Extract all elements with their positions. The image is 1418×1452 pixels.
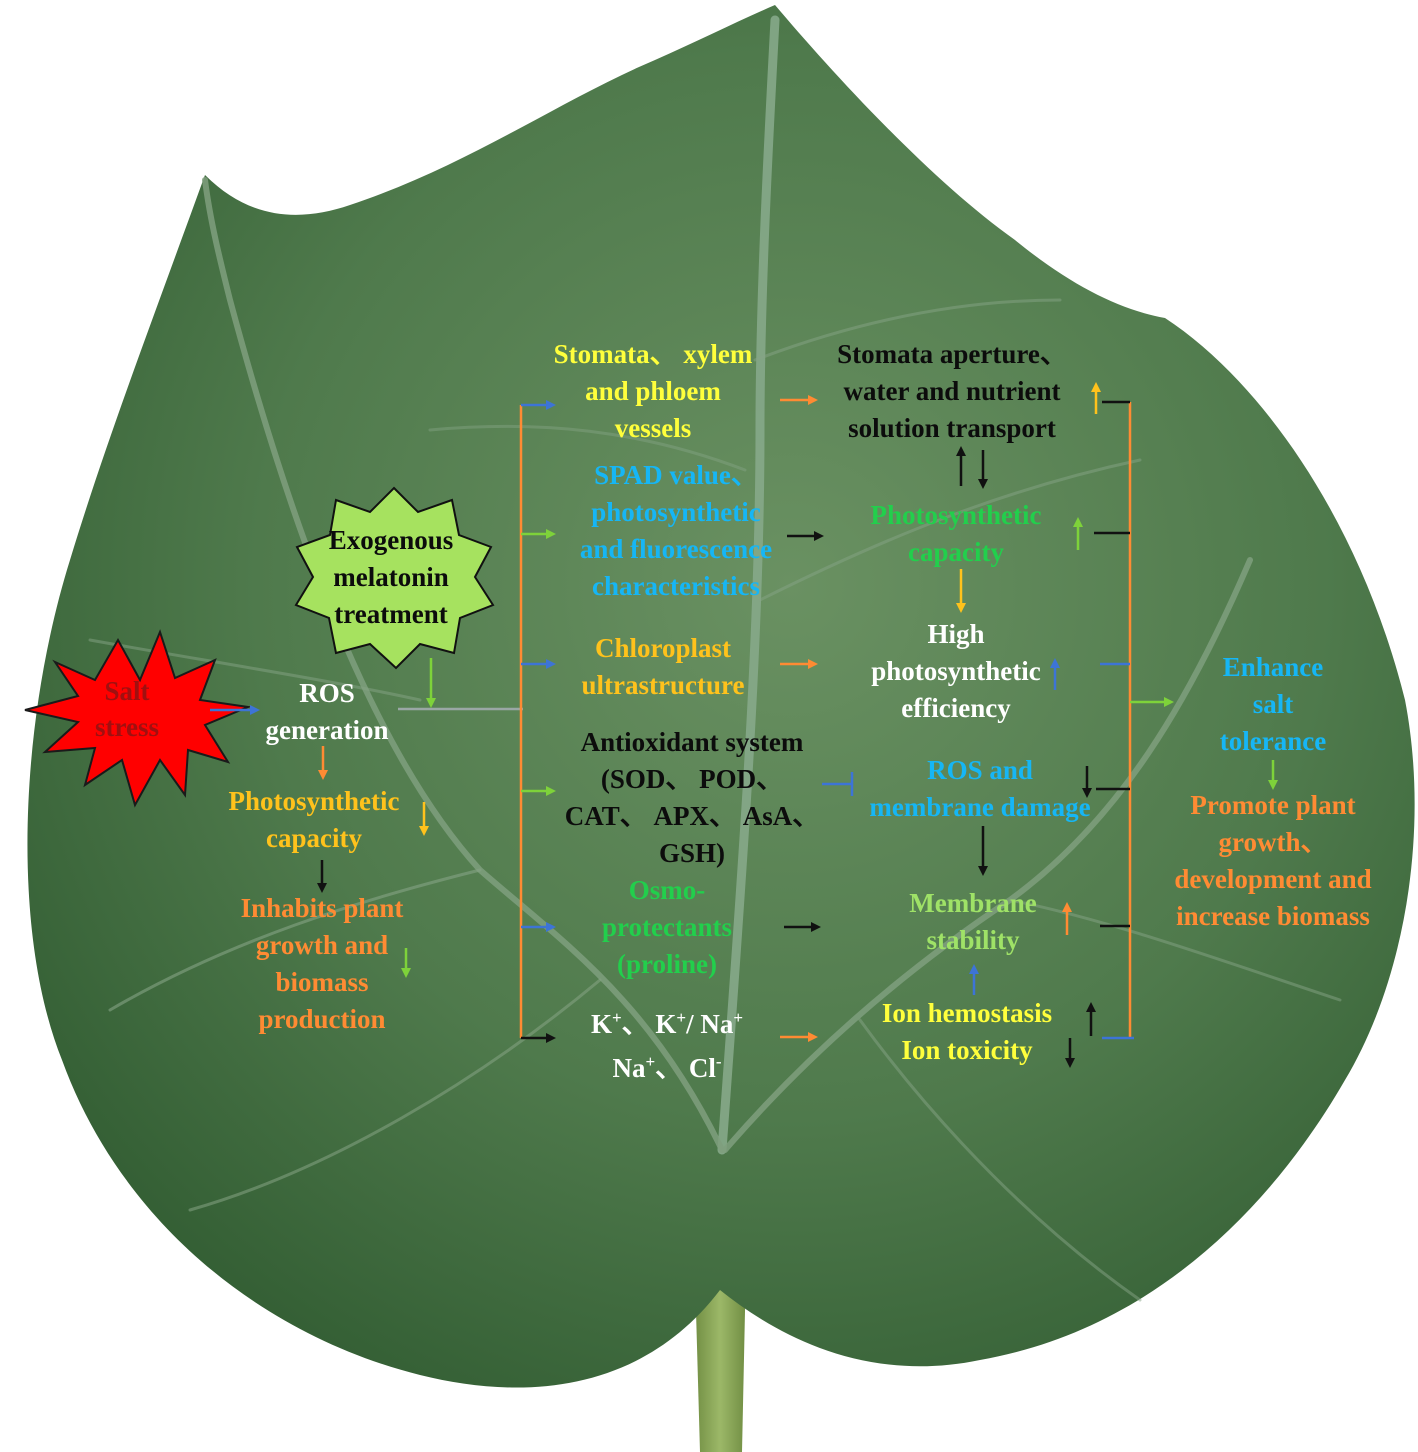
inhibits-line2: growth and xyxy=(241,927,404,964)
melatonin-line1: Exogenous xyxy=(329,522,454,559)
enhance-line2: salt xyxy=(1220,686,1326,723)
salt-stress-line1: Salt xyxy=(95,673,159,709)
ion-status-label: Ion hemostasis Ion toxicity xyxy=(882,995,1052,1069)
left-photosynthetic-line1: Photosynthetic xyxy=(229,783,400,820)
spad-line2: photosynthetic xyxy=(580,494,772,531)
ros-generation-line1: ROS xyxy=(266,675,389,712)
high-efficiency-label: High photosynthetic efficiency xyxy=(871,616,1041,727)
promote-line3: development and xyxy=(1174,861,1371,898)
antioxidant-line3: CAT、 APX、 AsA、 xyxy=(565,798,820,835)
chloroplast-line2: ultrastructure xyxy=(582,667,745,704)
ros-membrane-line1: ROS and xyxy=(869,752,1090,789)
antioxidant-line1: Antioxidant system xyxy=(565,724,820,761)
membrane-stability-line2: stability xyxy=(909,922,1036,959)
antioxidant-line4: GSH) xyxy=(565,835,820,872)
ions-label: K+、 K+/ Na+ Na+、 Cl- xyxy=(591,999,743,1087)
ros-membrane-line2: membrane damage xyxy=(869,789,1090,826)
stomata-aperture-label: Stomata aperture、 water and nutrient sol… xyxy=(837,336,1067,447)
ion-status-line2: Ion toxicity xyxy=(882,1032,1052,1069)
spad-line4: characteristics xyxy=(580,568,772,605)
enhance-tolerance-label: Enhance salt tolerance xyxy=(1220,649,1326,760)
stomata-aperture-line2: water and nutrient xyxy=(837,373,1067,410)
salt-stress-line2: stress xyxy=(95,709,159,745)
salt-stress-label: Salt stress xyxy=(95,673,159,745)
left-photosynthetic-label: Photosynthetic capacity xyxy=(229,783,400,857)
spad-label: SPAD value、 photosynthetic and fluoresce… xyxy=(580,457,772,605)
osmo-line3: (proline) xyxy=(602,946,732,983)
enhance-line3: tolerance xyxy=(1220,723,1326,760)
membrane-stability-label: Membrane stability xyxy=(909,885,1036,959)
right-photosynthetic-line2: capacity xyxy=(871,534,1042,571)
ros-generation-line2: generation xyxy=(266,712,389,749)
left-photosynthetic-line2: capacity xyxy=(229,820,400,857)
stomata-aperture-line1: Stomata aperture、 xyxy=(837,336,1067,373)
inhibits-line4: production xyxy=(241,1001,404,1038)
enhance-line1: Enhance xyxy=(1220,649,1326,686)
inhibits-line1: Inhabits plant xyxy=(241,890,404,927)
inhibits-growth-label: Inhabits plant growth and biomass produc… xyxy=(241,890,404,1038)
stomata-vessels-line2: and phloem xyxy=(554,373,753,410)
stomata-vessels-label: Stomata、 xylem and phloem vessels xyxy=(554,336,753,447)
spad-line1: SPAD value、 xyxy=(580,457,772,494)
ros-membrane-label: ROS and membrane damage xyxy=(869,752,1090,826)
promote-line4: increase biomass xyxy=(1174,898,1371,935)
chloroplast-label: Chloroplast ultrastructure xyxy=(582,630,745,704)
stomata-vessels-line3: vessels xyxy=(554,410,753,447)
spad-line3: and fluorescence xyxy=(580,531,772,568)
high-efficiency-line1: High xyxy=(871,616,1041,653)
inhibits-line3: biomass xyxy=(241,964,404,1001)
osmo-line1: Osmo- xyxy=(602,872,732,909)
promote-growth-label: Promote plant growth、 development and in… xyxy=(1174,787,1371,935)
high-efficiency-line2: photosynthetic xyxy=(871,653,1041,690)
osmo-line2: protectants xyxy=(602,909,732,946)
promote-line1: Promote plant xyxy=(1174,787,1371,824)
right-photosynthetic-label: Photosynthetic capacity xyxy=(871,497,1042,571)
membrane-stability-line1: Membrane xyxy=(909,885,1036,922)
ions-line1: K+、 K+/ Na+ xyxy=(591,999,743,1043)
ros-generation-label: ROS generation xyxy=(266,675,389,749)
ions-line2: Na+、 Cl- xyxy=(591,1043,743,1087)
antioxidant-label: Antioxidant system (SOD、 POD、 CAT、 APX、 … xyxy=(565,724,820,872)
osmo-label: Osmo- protectants (proline) xyxy=(602,872,732,983)
right-photosynthetic-line1: Photosynthetic xyxy=(871,497,1042,534)
melatonin-line3: treatment xyxy=(329,596,454,633)
promote-line2: growth、 xyxy=(1174,824,1371,861)
melatonin-line2: melatonin xyxy=(329,559,454,596)
chloroplast-line1: Chloroplast xyxy=(582,630,745,667)
ion-status-line1: Ion hemostasis xyxy=(882,995,1052,1032)
stomata-vessels-line1: Stomata、 xylem xyxy=(554,336,753,373)
antioxidant-line2: (SOD、 POD、 xyxy=(565,761,820,798)
melatonin-label: Exogenous melatonin treatment xyxy=(329,522,454,633)
high-efficiency-line3: efficiency xyxy=(871,690,1041,727)
stomata-aperture-line3: solution transport xyxy=(837,410,1067,447)
